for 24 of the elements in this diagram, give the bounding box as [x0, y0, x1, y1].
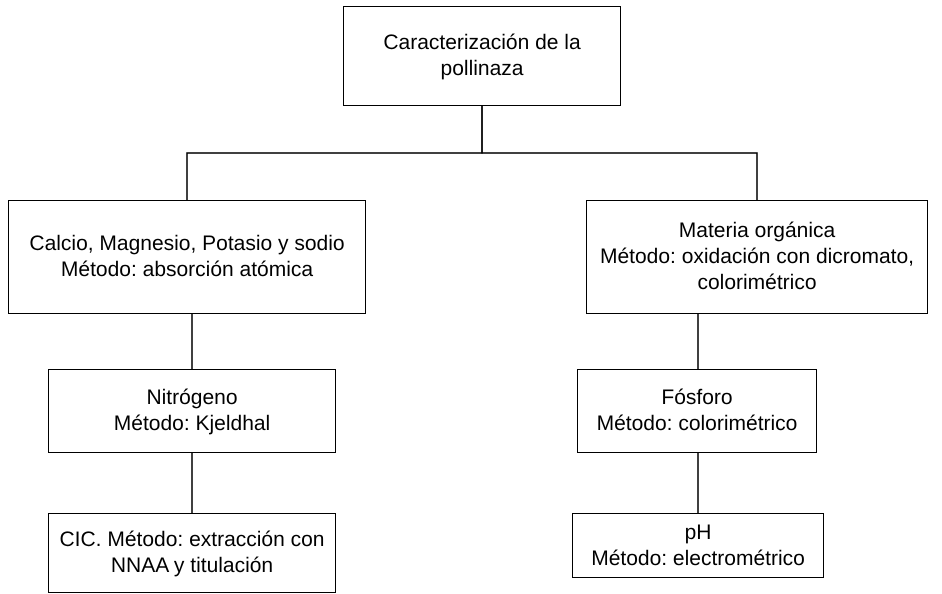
process-box	[572, 513, 824, 578]
connector-line	[481, 106, 758, 200]
box-text: Método: Kjeldhal	[114, 411, 270, 437]
process-box	[586, 200, 928, 314]
box-text: Método: colorimétrico	[596, 411, 798, 437]
process-box	[343, 6, 621, 106]
connector-line	[697, 453, 699, 513]
box-text: pH	[684, 520, 712, 546]
box-text: Fósforo	[661, 385, 733, 411]
process-box	[8, 200, 366, 314]
box-text: Caracterización de la pollinaza	[382, 30, 582, 82]
process-box	[577, 369, 817, 453]
box-text: Calcio, Magnesio, Potasio y sodio	[29, 231, 345, 257]
process-box	[48, 513, 336, 593]
process-box	[48, 369, 336, 453]
connector-line	[191, 314, 193, 369]
box-text: Método: absorción atómica	[60, 257, 314, 283]
connector-line	[697, 314, 699, 369]
box-text: Materia orgánica	[678, 218, 836, 244]
box-text: Nitrógeno	[146, 385, 238, 411]
box-text: CIC. Método: extracción con NNAA y titulación	[58, 527, 326, 579]
box-text: Método: electrométrico	[591, 546, 805, 572]
box-text: Método: oxidación con dicromato, colorimétrico	[598, 244, 915, 296]
connector-line	[191, 453, 193, 513]
